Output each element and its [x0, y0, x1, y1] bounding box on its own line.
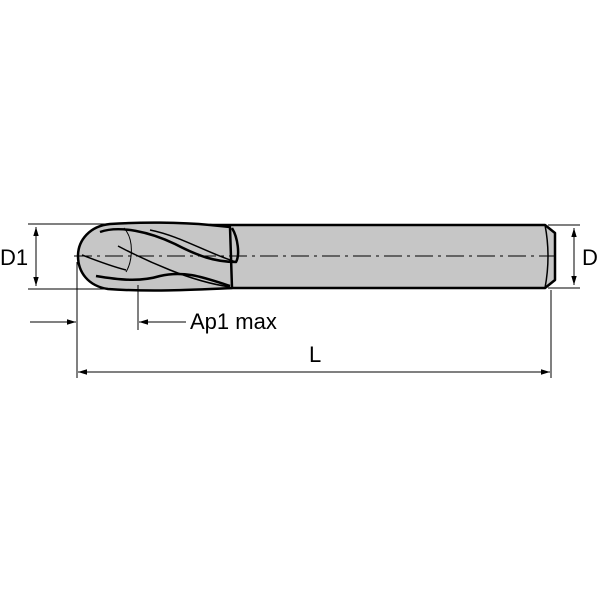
d-label: D: [582, 245, 598, 270]
flute-2-inner: [117, 245, 231, 288]
ap1-label: Ap1 max: [190, 309, 277, 334]
tool-cutting-head: [76, 221, 240, 292]
flute-1-edge: [149, 229, 237, 263]
ball-nose-curve: [123, 227, 132, 273]
dimension-d: D: [548, 224, 598, 289]
dimension-l: L: [76, 290, 552, 378]
flute-2: [95, 272, 231, 288]
d1-label: D1: [0, 245, 28, 270]
l-label: L: [309, 342, 321, 367]
dimension-ap1-max: Ap1 max: [30, 262, 277, 340]
dimension-d1: D1: [0, 223, 110, 290]
